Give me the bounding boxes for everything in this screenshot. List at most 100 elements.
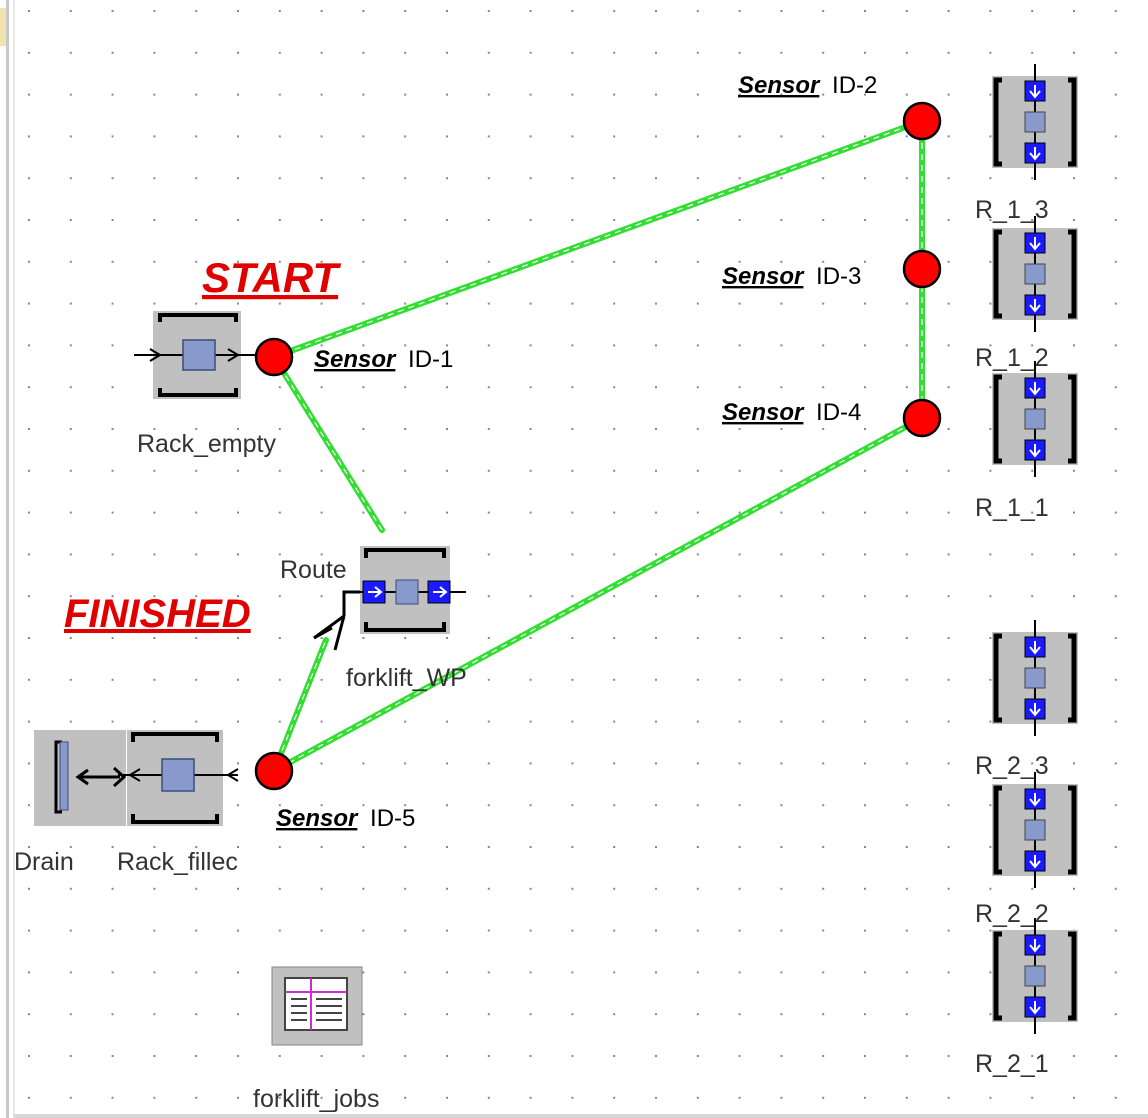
grid-dot bbox=[613, 971, 616, 974]
grid-dot bbox=[529, 929, 532, 932]
grid-dot bbox=[153, 929, 156, 932]
grid-dot bbox=[780, 469, 783, 472]
grid-dot bbox=[1114, 804, 1117, 807]
rack-r-1-3[interactable] bbox=[992, 64, 1078, 180]
sensor-3-red-circle-icon[interactable] bbox=[902, 249, 942, 289]
grid-dot bbox=[1073, 1096, 1075, 1099]
grid-dot bbox=[195, 553, 198, 556]
grid-dot bbox=[487, 804, 490, 807]
grid-dot bbox=[738, 93, 741, 96]
grid-dot bbox=[1114, 344, 1117, 347]
grid-dot bbox=[738, 971, 741, 974]
grid-dot bbox=[404, 219, 407, 221]
grid-dot bbox=[404, 678, 407, 681]
grid-dot bbox=[28, 177, 30, 180]
grid-dot bbox=[237, 177, 239, 180]
grid-dot bbox=[320, 678, 323, 681]
grid-dot bbox=[446, 637, 448, 639]
grid-dot bbox=[529, 971, 532, 974]
grid-dot bbox=[738, 637, 741, 639]
grid-dot bbox=[989, 302, 992, 305]
drain-block[interactable] bbox=[34, 730, 127, 826]
grid-dot bbox=[1031, 762, 1034, 765]
grid-dot bbox=[404, 971, 407, 974]
rack-r-2-3[interactable] bbox=[992, 620, 1078, 736]
grid-dot bbox=[362, 846, 365, 848]
grid-dot bbox=[278, 511, 281, 514]
grid-dot bbox=[1031, 887, 1034, 890]
grid-dot bbox=[362, 219, 365, 221]
grid-dot bbox=[989, 51, 992, 54]
grid-dot bbox=[1031, 469, 1034, 472]
grid-dot bbox=[1031, 1055, 1034, 1057]
grid-dot bbox=[237, 971, 239, 974]
rack-r-1-2[interactable] bbox=[992, 216, 1078, 332]
grid-dot bbox=[362, 511, 365, 514]
sensor-2-red-circle-icon[interactable] bbox=[902, 101, 942, 141]
sensor-1-red-circle-icon[interactable] bbox=[254, 337, 294, 377]
grid-dot bbox=[111, 93, 114, 96]
grid-dot bbox=[237, 720, 239, 723]
grid-dot bbox=[655, 1096, 657, 1099]
grid-dot bbox=[404, 1096, 407, 1099]
grid-dot bbox=[111, 929, 114, 932]
grid-dot bbox=[655, 302, 657, 305]
grid-dot bbox=[696, 260, 699, 263]
grid-dot bbox=[696, 302, 699, 305]
rack-r-2-1[interactable] bbox=[992, 918, 1078, 1034]
grid-dot bbox=[487, 386, 490, 389]
rack-empty-block[interactable] bbox=[134, 311, 260, 399]
grid-dot bbox=[655, 804, 657, 807]
grid-dot bbox=[1073, 1055, 1075, 1057]
rack-filled-block[interactable] bbox=[118, 730, 239, 826]
grid-dot bbox=[1114, 219, 1117, 221]
grid-dot bbox=[905, 344, 908, 347]
sensor-5-red-circle-icon[interactable] bbox=[254, 751, 294, 791]
grid-dot bbox=[278, 678, 281, 681]
forklift-wp-block[interactable] bbox=[345, 546, 466, 634]
grid-dot bbox=[738, 720, 741, 723]
grid-dot bbox=[571, 177, 574, 180]
grid-dot bbox=[780, 260, 783, 263]
grid-dot bbox=[696, 511, 699, 514]
grid-dot bbox=[529, 1096, 532, 1099]
grid-dot bbox=[1031, 177, 1034, 180]
grid-dot bbox=[1114, 511, 1117, 514]
grid-dot bbox=[529, 678, 532, 681]
forklift-jobs-table[interactable] bbox=[271, 966, 363, 1046]
rack-r-2-2[interactable] bbox=[992, 772, 1078, 888]
grid-dot bbox=[404, 469, 407, 472]
sensor-4-red-circle-icon[interactable] bbox=[902, 398, 942, 438]
grid-dot bbox=[1114, 1013, 1117, 1016]
grid-dot bbox=[320, 553, 323, 556]
grid-dot bbox=[947, 93, 950, 96]
grid-dot bbox=[947, 260, 950, 263]
grid-dot bbox=[822, 386, 825, 389]
grid-dot bbox=[864, 93, 866, 96]
grid-dot bbox=[571, 1096, 574, 1099]
grid-dot bbox=[822, 1096, 825, 1099]
grid-dot bbox=[947, 637, 950, 639]
grid-dot bbox=[529, 51, 532, 54]
rack-r-1-1[interactable] bbox=[992, 361, 1078, 477]
grid-dot bbox=[947, 971, 950, 974]
grid-dot bbox=[780, 929, 783, 932]
grid-dot bbox=[822, 1013, 825, 1016]
grid-dot bbox=[28, 553, 30, 556]
grid-dot bbox=[947, 344, 950, 347]
grid-dot bbox=[822, 93, 825, 96]
grid-dot bbox=[278, 135, 281, 138]
grid-dot bbox=[278, 428, 281, 430]
grid-dot bbox=[613, 219, 616, 221]
grid-dot bbox=[69, 846, 72, 848]
grid-dot bbox=[446, 51, 448, 54]
grid-dot bbox=[905, 1013, 908, 1016]
grid-dot bbox=[320, 846, 323, 848]
grid-dot bbox=[111, 219, 114, 221]
grid-dot bbox=[487, 637, 490, 639]
grid-dot bbox=[404, 386, 407, 389]
route-connector-icon[interactable] bbox=[313, 590, 360, 651]
grid-dot bbox=[28, 51, 30, 54]
grid-dot bbox=[69, 595, 72, 598]
